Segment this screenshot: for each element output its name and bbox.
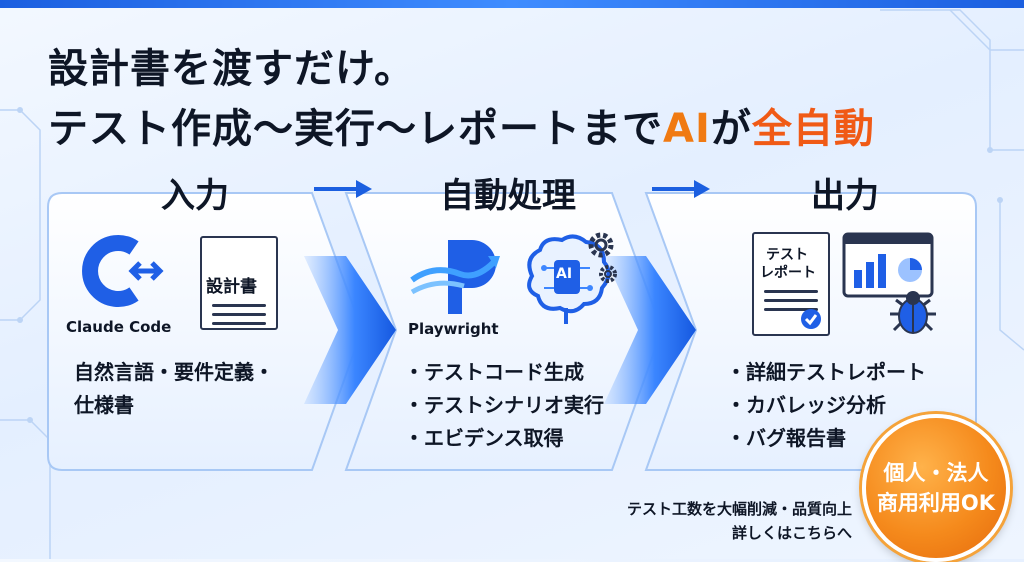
doc-lines (202, 298, 276, 325)
footer-line-1: テスト工数を大幅削減・品質向上 (626, 500, 852, 518)
check-icon (801, 309, 821, 329)
bug-icon (890, 291, 936, 334)
output-list: ・詳細テストレポート ・カバレッジ分析 ・バグ報告書 (726, 356, 926, 455)
headline-line-2: テスト作成〜実行〜レポートまでAIが全自動 (48, 96, 875, 154)
output-item: ・詳細テストレポート (726, 360, 926, 384)
ai-chip-label: AI (556, 266, 573, 282)
report-doc-line-2: レポート (760, 265, 816, 281)
gear-icon (599, 265, 617, 283)
document-icon: 設計書 (200, 236, 278, 330)
input-panel (47, 192, 364, 471)
claude-code-label: Claude Code (66, 318, 172, 336)
output-item: ・カバレッジ分析 (726, 393, 886, 417)
footer-line-2[interactable]: 詳しくはこちらへ (731, 524, 852, 542)
section-title-output: 出力 (811, 176, 879, 216)
process-item: ・エビデンス取得 (404, 426, 564, 450)
top-accent-bar (0, 0, 1024, 8)
process-list: ・テストコード生成 ・テストシナリオ実行 ・エビデンス取得 (404, 356, 604, 455)
headline-full-auto-accent: 全自動 (751, 106, 875, 152)
chevron-arrow-2 (604, 256, 696, 404)
headline-line-2-prefix: テスト作成〜実行〜レポートまで (48, 106, 663, 152)
process-item: ・テストシナリオ実行 (404, 393, 604, 417)
chart-window-icon (842, 232, 934, 298)
report-doc-line-1: テスト (766, 247, 808, 263)
output-item: ・バグ報告書 (726, 426, 846, 450)
section-title-input: 入力 (161, 176, 229, 216)
gear-icon (588, 232, 614, 258)
report-doc-lines (754, 284, 828, 311)
badge-line-2: 商用利用OK (876, 491, 996, 515)
playwright-logo (410, 240, 500, 314)
claude-code-logo (82, 235, 164, 307)
input-desc-line-2: 仕様書 (74, 393, 134, 417)
ai-brain-icon (527, 234, 611, 324)
report-document-icon: テスト レポート (752, 232, 830, 336)
headline-ai-accent: AI (663, 106, 711, 152)
headline-ga: が (710, 106, 752, 152)
chevron-arrow-1 (304, 256, 396, 404)
process-item: ・テストコード生成 (404, 360, 584, 384)
arrow-right-icon (652, 180, 710, 198)
playwright-label: Playwright (408, 320, 499, 338)
arrow-right-icon (314, 180, 372, 198)
doc-label: 設計書 (206, 277, 257, 297)
badge-line-1: 個人・法人 (883, 461, 989, 485)
input-desc-line-1: 自然言語・要件定義・ (74, 360, 274, 384)
headline-line-1: 設計書を渡すだけ。 (48, 46, 415, 92)
section-title-process: 自動処理 (440, 176, 576, 216)
commercial-use-badge: 個人・法人 商用利用OK (862, 414, 1010, 562)
